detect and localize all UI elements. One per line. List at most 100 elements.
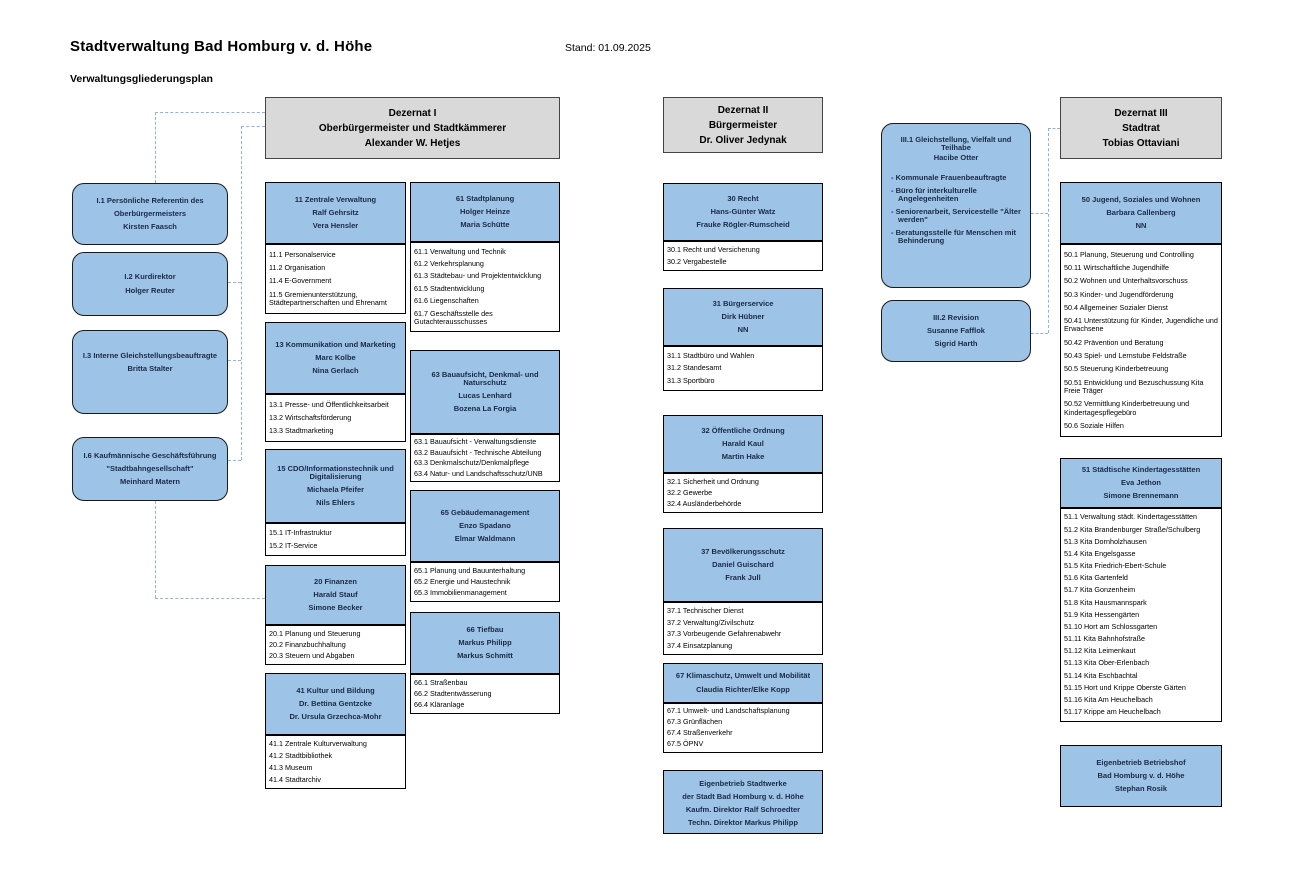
text-line: 31.2 Standesamt <box>667 363 722 373</box>
text-line: 51.10 Hort am Schlossgarten <box>1064 621 1158 631</box>
text-line: Stadtrat <box>1122 122 1160 134</box>
text-line: Harald Stauf <box>313 589 358 599</box>
text-line: 61.5 Stadtentwicklung <box>414 283 485 293</box>
box-iii1-title: III.1 Gleichstellung, Vielfalt und Teilh… <box>884 134 1028 163</box>
text-line: 67.5 ÖPNV <box>667 739 704 749</box>
box-15-cdo-it: 15 CDO/Informationstechnik und Digitalis… <box>265 449 406 523</box>
text-line: - Seniorenarbeit, Servicestelle "Älter w… <box>891 206 1021 224</box>
text-line: 13.1 Presse- und Öffentlichkeitsarbeit <box>269 399 389 409</box>
text-line: 67.1 Umwelt- und Landschaftsplanung <box>667 706 790 716</box>
text-line: 13.2 Wirtschaftsförderung <box>269 412 352 422</box>
text-line: 50.43 Spiel- und Lernstube Feldstraße <box>1064 351 1187 361</box>
text-line: Harald Kaul <box>722 438 764 448</box>
text-line: Dr. Ursula Grzechca-Mohr <box>289 712 382 722</box>
text-line: 31 Bürgerservice <box>712 298 774 308</box>
text-line: 15 CDO/Informationstechnik und Digitalis… <box>277 463 394 481</box>
connector-line <box>241 126 242 460</box>
text-line: 63 Bauaufsicht, Denkmal- und Naturschutz <box>431 369 539 387</box>
text-line: Dr. Oliver Jedynak <box>699 134 787 146</box>
text-line: 51.11 Kita Bahnhofstraße <box>1064 634 1145 644</box>
text-line: 51.1 Verwaltung städt. Kindertagesstätte… <box>1064 512 1198 522</box>
text-line: 31.3 Sportbüro <box>667 375 715 385</box>
text-line: Frank Jull <box>725 573 761 583</box>
text-line: 11 Zentrale Verwaltung <box>294 194 377 204</box>
connector-line <box>241 126 265 127</box>
connector-line <box>155 112 156 183</box>
text-line: Kirsten Faasch <box>123 222 177 232</box>
text-line: Britta Stalter <box>127 363 173 373</box>
text-line: Hans-Günter Watz <box>710 206 776 216</box>
text-line: 37.4 Einsatzplanung <box>667 640 733 650</box>
text-line: 50.11 Wirtschaftliche Jugendhilfe <box>1064 262 1169 272</box>
stand-date: Stand: 01.09.2025 <box>565 42 651 54</box>
text-line: Hacibe Otter <box>933 152 979 162</box>
text-line: Meinhard Matern <box>119 477 180 487</box>
text-line: 61.6 Liegenschaften <box>414 296 479 306</box>
box-i6-stadtbahngesellschaft: I.6 Kaufmännische Geschäftsführung"Stadt… <box>72 437 228 501</box>
text-line: 61.2 Verkehrsplanung <box>414 259 484 269</box>
text-line: 66.2 Stadtentwässerung <box>414 688 492 698</box>
text-line: 63.2 Bauaufsicht - Technische Abteilung <box>414 447 542 457</box>
text-line: Holger Heinze <box>459 206 510 216</box>
connector-line <box>1031 333 1048 334</box>
text-line: 61 Stadtplanung <box>455 193 515 203</box>
text-line: Susanne Fafflok <box>927 325 985 335</box>
text-line: 41.2 Stadtbibliothek <box>269 750 333 760</box>
text-line: Dezernat II <box>717 104 769 116</box>
text-line: 51.13 Kita Ober-Erlenbach <box>1064 658 1150 668</box>
text-line: 13 Kommunikation und Marketing <box>275 339 396 349</box>
text-line: Markus Philipp <box>458 637 512 647</box>
text-line: 50.51 Entwicklung und Bezuschussung Kita… <box>1064 377 1204 396</box>
text-line: Holger Reuter <box>125 285 175 295</box>
text-line: - Kommunale Frauenbeauftragte <box>891 172 1007 182</box>
text-line: 51 Städtische Kindertagesstätten <box>1081 464 1201 474</box>
text-line: I.1 Persönliche Referentin des <box>96 195 204 205</box>
text-line: 31.1 Stadtbüro und Wahlen <box>667 350 755 360</box>
text-line: 67.4 Straßenverkehr <box>667 728 733 738</box>
text-line: 63.3 Denkmalschutz/Denkmalpflege <box>414 458 530 468</box>
connector-line <box>228 460 241 461</box>
text-line: Eigenbetrieb Stadtwerke <box>699 778 787 788</box>
text-line: 63.4 Natur- und Landschaftsschutz/UNB <box>414 468 543 478</box>
text-line: 30.1 Recht und Versicherung <box>667 244 760 254</box>
text-line: Michaela Pfeifer <box>306 485 365 494</box>
text-line: Elmar Waldmann <box>454 534 516 544</box>
text-line: III.1 Gleichstellung, Vielfalt und Teilh… <box>900 134 1012 152</box>
text-line: 51.12 Kita Leimenkaut <box>1064 646 1136 656</box>
text-line: 51.2 Kita Brandenburger Straße/Schulberg <box>1064 524 1201 534</box>
text-line: 50.6 Soziale Hilfen <box>1064 421 1124 430</box>
text-line: 50.41 Unterstützung für Kinder, Jugendli… <box>1064 316 1218 334</box>
text-line: Dirk Hübner <box>721 311 765 321</box>
text-line: 41.1 Zentrale Kulturverwaltung <box>269 739 367 749</box>
text-line: Dr. Bettina Gentzcke <box>299 698 372 708</box>
text-line: NN <box>737 325 749 335</box>
text-line: 11.2 Organisation <box>269 263 326 272</box>
text-line: Techn. Direktor Markus Philipp <box>688 818 798 828</box>
text-line: 50.52 Vermittlung Kinderbetreuung und Ki… <box>1064 399 1190 417</box>
text-line: Dezernat III <box>1114 107 1168 119</box>
text-line: 61.1 Verwaltung und Technik <box>414 246 506 256</box>
text-line: I.6 Kaufmännische Geschäftsführung <box>83 450 217 460</box>
text-line: 67 Klimaschutz, Umwelt und Mobilität <box>675 671 811 681</box>
text-line: Tobias Ottaviani <box>1102 137 1180 149</box>
text-line: 30.2 Vergabestelle <box>667 256 727 266</box>
text-line: Alexander W. Hetjes <box>364 137 461 149</box>
text-line: 51.4 Kita Engelsgasse <box>1064 548 1136 558</box>
text-line: Markus Schmitt <box>457 651 513 661</box>
text-line: Oberbürgermeister und Stadtkämmerer <box>318 122 507 134</box>
